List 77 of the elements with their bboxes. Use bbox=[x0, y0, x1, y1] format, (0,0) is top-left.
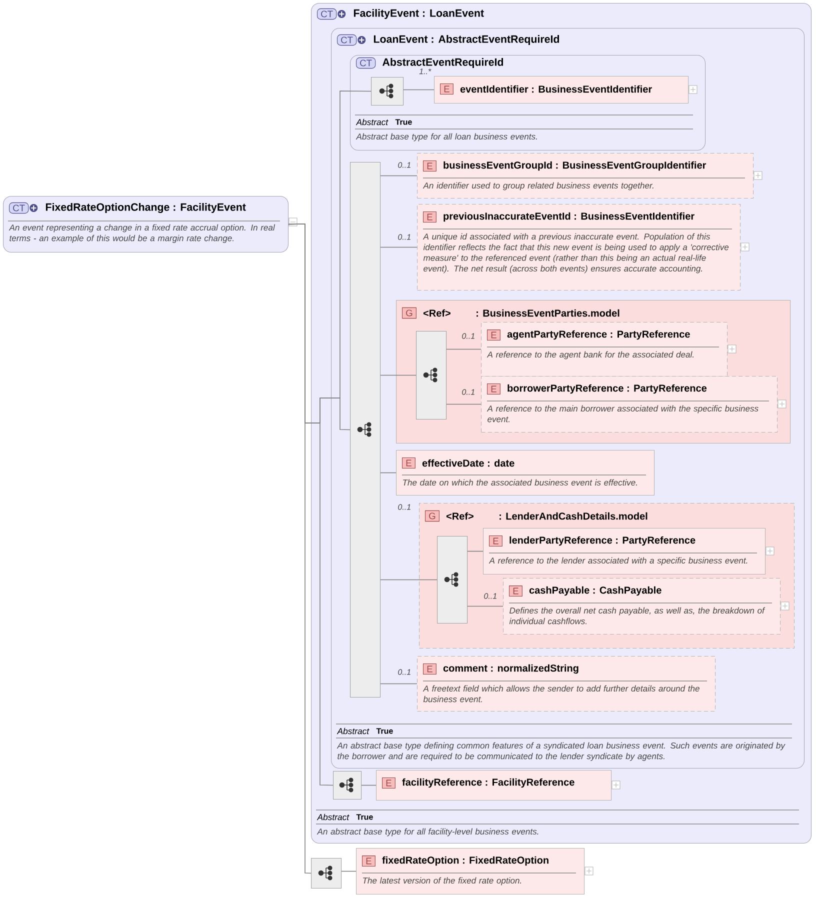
occurrence-label: 0..1 bbox=[484, 593, 496, 599]
type-badge: G bbox=[425, 510, 440, 522]
connector-line bbox=[380, 374, 416, 376]
type-badge: E bbox=[440, 84, 454, 94]
type-badge: CT bbox=[317, 8, 337, 20]
occurrence-label: 1..* bbox=[419, 68, 432, 74]
type-badge: E bbox=[382, 778, 396, 788]
type-badge: E bbox=[509, 586, 522, 596]
property-value: True bbox=[395, 119, 412, 125]
type-name: FixedRateOptionChange : FacilityEvent bbox=[46, 203, 246, 213]
type-name: FacilityEvent : LoanEvent bbox=[354, 9, 484, 19]
description-text: A reference to the main borrower associated with the specific business event. bbox=[486, 405, 758, 422]
type-name: businessEventGroupId : BusinessEventGroupIdentifier bbox=[444, 161, 706, 171]
type-badge: CT bbox=[356, 57, 376, 69]
type-badge: CT bbox=[9, 202, 29, 214]
property-label: Abstract bbox=[316, 814, 350, 820]
type-name: fixedRateOption : FixedRateOption bbox=[382, 856, 548, 866]
type-name: effectiveDate : date bbox=[422, 459, 514, 467]
type-name: previousInaccurateEventId : BusinessEventIdentifier bbox=[444, 212, 694, 222]
description-text: An event representing a change in a fixed rate accrual option. In real terms - an example of this would be a margin rate change. bbox=[8, 224, 276, 243]
type-badge: E bbox=[423, 160, 436, 172]
occurrence-label: 0..1 bbox=[398, 234, 410, 240]
type-name: agentPartyReference : PartyReference bbox=[507, 330, 690, 340]
connector-line bbox=[380, 579, 438, 580]
type-badge: E bbox=[487, 330, 500, 340]
type-badge: CT bbox=[337, 34, 357, 46]
type-name: : LenderAndCashDetails.model bbox=[500, 512, 648, 520]
connector-line bbox=[467, 550, 484, 552]
property-label: Abstract bbox=[336, 728, 370, 734]
property-value: True bbox=[376, 728, 393, 734]
type-badge: E bbox=[402, 458, 416, 468]
description-text: An abstract base type defining common features of a syndicated loan business event. Such events are originated by the borrower and are required to be communicated to the lender syndicate by agents. bbox=[336, 742, 786, 761]
type-name: facilityReference : FacilityReference bbox=[402, 778, 574, 788]
connector-line bbox=[380, 472, 396, 474]
type-badge: E bbox=[423, 212, 436, 222]
description-text: The latest version of the fixed rate option. bbox=[363, 877, 522, 886]
type-name: eventIdentifier : BusinessEventIdentifier bbox=[460, 85, 652, 93]
connector-line bbox=[288, 224, 312, 874]
description-text: A unique id associated with a previous inaccurate event. Population of this identifier reflects the fact that this new event is being used to apply a 'corrective measure' to the referenced event (rather than this being an actual real-life event). The net result (across both events) ensures accurate accounting. bbox=[422, 233, 729, 274]
type-name: : BusinessEventParties.model bbox=[476, 309, 620, 317]
connector-line bbox=[361, 784, 376, 786]
occurrence-label: 0..1 bbox=[398, 162, 410, 168]
type-badge: E bbox=[423, 664, 436, 674]
connector-line bbox=[403, 89, 434, 90]
property-value: True bbox=[356, 814, 373, 820]
connector-line bbox=[467, 606, 504, 607]
description-text: A reference to the lender associated with a specific business event. bbox=[488, 557, 748, 566]
description-text: A reference to the agent bank for the associated deal. bbox=[486, 351, 694, 360]
property-label: Abstract bbox=[356, 118, 388, 126]
type-name: <Ref> bbox=[423, 309, 450, 317]
description-text: An identifier used to group related business events together. bbox=[422, 182, 654, 190]
type-name: <Ref> bbox=[446, 512, 474, 520]
type-name: AbstractEventRequireId bbox=[382, 58, 504, 68]
type-name: cashPayable : CashPayable bbox=[529, 586, 662, 596]
connector-line bbox=[341, 870, 356, 872]
type-badge: E bbox=[487, 384, 500, 394]
occurrence-label: 0..1 bbox=[398, 504, 410, 510]
occurrence-label: 0..1 bbox=[398, 669, 410, 675]
type-name: borrowerPartyReference : PartyReference bbox=[508, 384, 707, 394]
connector-line bbox=[446, 348, 482, 350]
type-badge: G bbox=[402, 307, 416, 319]
type-name: LoanEvent : AbstractEventRequireId bbox=[374, 35, 560, 45]
occurrence-label: 0..1 bbox=[462, 389, 474, 395]
connector-line bbox=[380, 683, 418, 684]
connector-line bbox=[380, 175, 418, 176]
type-badge: E bbox=[489, 536, 502, 546]
description-text: Abstract base type for all loan business events. bbox=[356, 133, 537, 142]
connector-line bbox=[380, 246, 418, 248]
type-name: comment : normalizedString bbox=[443, 664, 578, 674]
connector-line bbox=[446, 404, 482, 405]
description-text: A freetext field which allows the sender to add further details around the business event. bbox=[422, 685, 700, 702]
type-name: lenderPartyReference : PartyReference bbox=[510, 536, 696, 546]
description-text: Defines the overall net cash payable, as well as, the breakdown of individual cashflows. bbox=[509, 607, 766, 624]
description-text: An abstract base type for all facility-level business events. bbox=[316, 828, 538, 836]
description-text: The date on which the associated business event is effective. bbox=[403, 479, 637, 486]
type-badge: E bbox=[362, 856, 376, 866]
occurrence-label: 0..1 bbox=[462, 333, 474, 339]
